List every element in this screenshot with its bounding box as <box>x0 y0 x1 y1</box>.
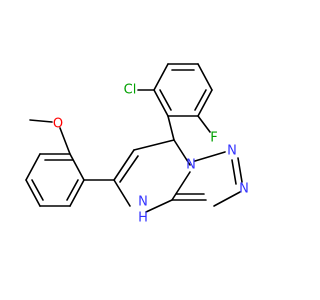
bond <box>213 191 241 207</box>
bond <box>231 159 237 185</box>
bond <box>167 115 175 141</box>
bond <box>25 153 41 181</box>
bond <box>171 171 191 201</box>
bond <box>145 199 173 213</box>
atom-nh-h: H <box>138 211 148 226</box>
bond <box>113 179 131 207</box>
bond <box>197 89 213 117</box>
bond <box>194 151 226 162</box>
bond <box>69 153 85 181</box>
bond <box>159 89 172 111</box>
atom-n-bridge: N <box>186 158 196 173</box>
bond <box>66 179 79 201</box>
bond <box>113 149 135 181</box>
bond <box>173 139 191 166</box>
bond <box>133 139 175 151</box>
atom-label-layer: Cl F N N N N H O <box>53 83 249 226</box>
atom-n-right: N <box>239 182 249 197</box>
bond <box>31 179 44 201</box>
atom-n-top: N <box>227 144 237 159</box>
bond-layer <box>25 63 243 213</box>
bond <box>69 179 85 207</box>
bond <box>197 63 213 91</box>
bond <box>119 155 139 183</box>
molecule-diagram: Cl F N N N N H O <box>25 63 249 226</box>
bond <box>59 127 71 155</box>
bond <box>153 89 169 117</box>
bond <box>153 63 169 91</box>
atom-o: O <box>53 117 63 132</box>
bond <box>25 179 41 207</box>
atom-cl: Cl <box>124 83 137 98</box>
bond <box>29 119 53 123</box>
bond <box>194 89 207 111</box>
atom-f: F <box>210 131 217 146</box>
bond <box>237 157 243 183</box>
bond <box>197 115 211 133</box>
atom-n-pyr: N <box>138 195 148 210</box>
